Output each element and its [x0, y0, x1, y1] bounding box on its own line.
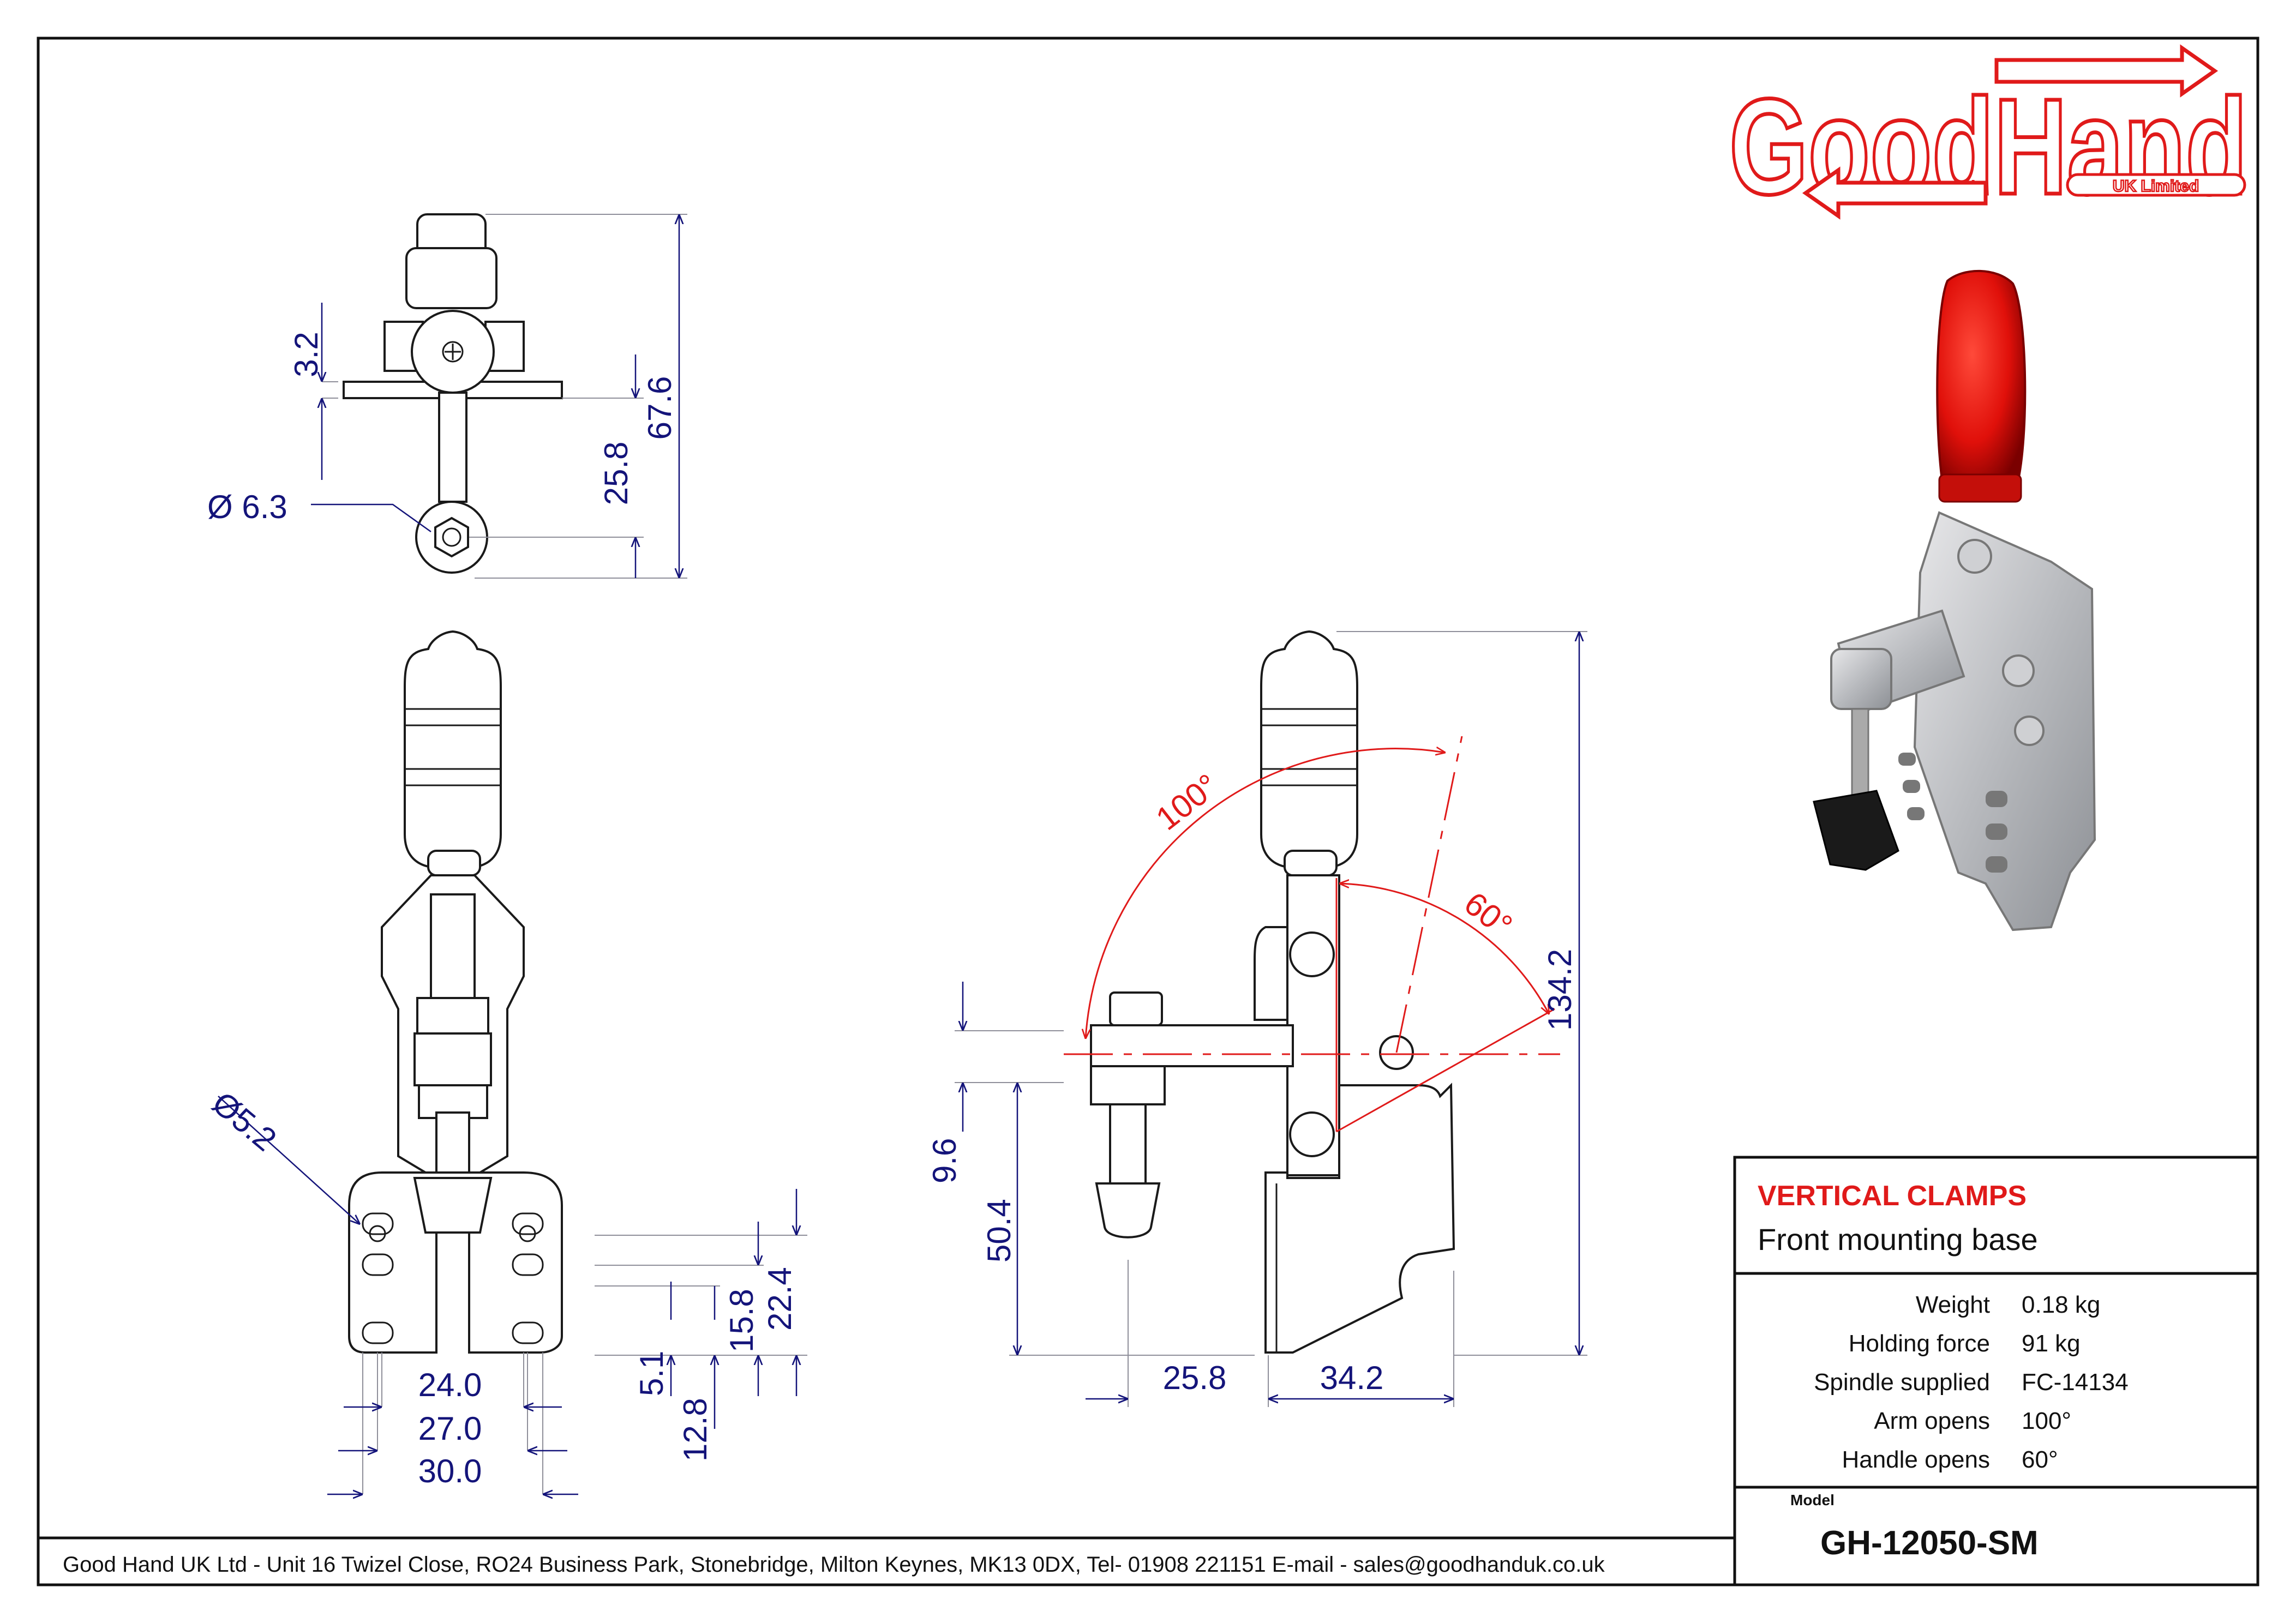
- spec-value-handle-opens: 60°: [2022, 1446, 2058, 1473]
- spec-value-spindle: FC-14134: [2022, 1369, 2129, 1396]
- model-label: Model: [1790, 1492, 1835, 1508]
- dim-side-134-2: 134.2: [1542, 949, 1578, 1031]
- logo-sub: UK Limited: [2113, 177, 2199, 195]
- dim-side-50-4: 50.4: [981, 1199, 1017, 1263]
- dim-side-9-6: 9.6: [926, 1138, 963, 1183]
- angle-handle-60: 60°: [1458, 885, 1519, 944]
- dim-front-24-0: 24.0: [418, 1367, 482, 1403]
- dim-top-25-8: 25.8: [598, 442, 634, 506]
- logo-arrow-left-icon: [1802, 166, 1988, 220]
- dim-front-dia-5-2: Ø5.2: [206, 1085, 284, 1158]
- side-view: [1090, 630, 1455, 1354]
- logo-brand: GoodHand: [1729, 70, 2247, 223]
- spec-label-holding-force: Holding force: [1849, 1330, 1990, 1357]
- footer-address: Good Hand UK Ltd - Unit 16 Twizel Close,…: [63, 1553, 1605, 1577]
- dim-side-34-2: 34.2: [1320, 1360, 1384, 1396]
- dim-top-3-2: 3.2: [288, 332, 325, 377]
- front-view: [348, 630, 563, 1354]
- front-view-dimensions: Ø5.2 24.0 27.0 30.0 5.1 12.8 15.8 22.4: [206, 1085, 807, 1494]
- clamp-3d-render: [1813, 269, 2096, 931]
- spec-value-arm-opens: 100°: [2022, 1408, 2071, 1434]
- dim-side-25-8: 25.8: [1163, 1360, 1227, 1396]
- spec-value-holding-force: 91 kg: [2022, 1330, 2081, 1357]
- spec-value-weight: 0.18 kg: [2022, 1291, 2100, 1318]
- logo-arrow-right-icon: [1994, 44, 2219, 98]
- dim-front-30-0: 30.0: [418, 1453, 482, 1489]
- side-view-dimensions: 134.2 9.6 50.4 25.8 34.2: [926, 631, 1587, 1407]
- spec-label-weight: Weight: [1916, 1291, 1990, 1318]
- category-subtitle: Front mounting base: [1758, 1222, 2038, 1257]
- goodhand-logo: GoodHand UK Limited: [1728, 44, 2250, 225]
- dim-front-5-1: 5.1: [633, 1351, 670, 1396]
- category-title: VERTICAL CLAMPS: [1758, 1180, 2027, 1212]
- angle-arm-100: 100°: [1149, 767, 1225, 837]
- dim-front-22-4: 22.4: [762, 1267, 798, 1331]
- sheet-border: [37, 37, 2259, 1586]
- dim-front-15-8: 15.8: [723, 1289, 760, 1352]
- top-view-dimensions: 3.2 25.8 67.6 Ø 6.3: [207, 214, 687, 579]
- dim-front-12-8: 12.8: [677, 1398, 714, 1462]
- dim-top-dia-6-3: Ø 6.3: [207, 489, 287, 525]
- model-number: GH-12050-SM: [1820, 1524, 2039, 1562]
- title-block: VERTICAL CLAMPS Front mounting base Weig…: [1733, 1156, 2259, 1586]
- spec-label-spindle: Spindle supplied: [1814, 1369, 1990, 1396]
- spec-label-handle-opens: Handle opens: [1842, 1446, 1990, 1473]
- dim-front-27-0: 27.0: [418, 1410, 482, 1447]
- spec-label-arm-opens: Arm opens: [1874, 1408, 1990, 1434]
- top-view: [343, 213, 563, 574]
- dim-top-67-6: 67.6: [642, 376, 678, 440]
